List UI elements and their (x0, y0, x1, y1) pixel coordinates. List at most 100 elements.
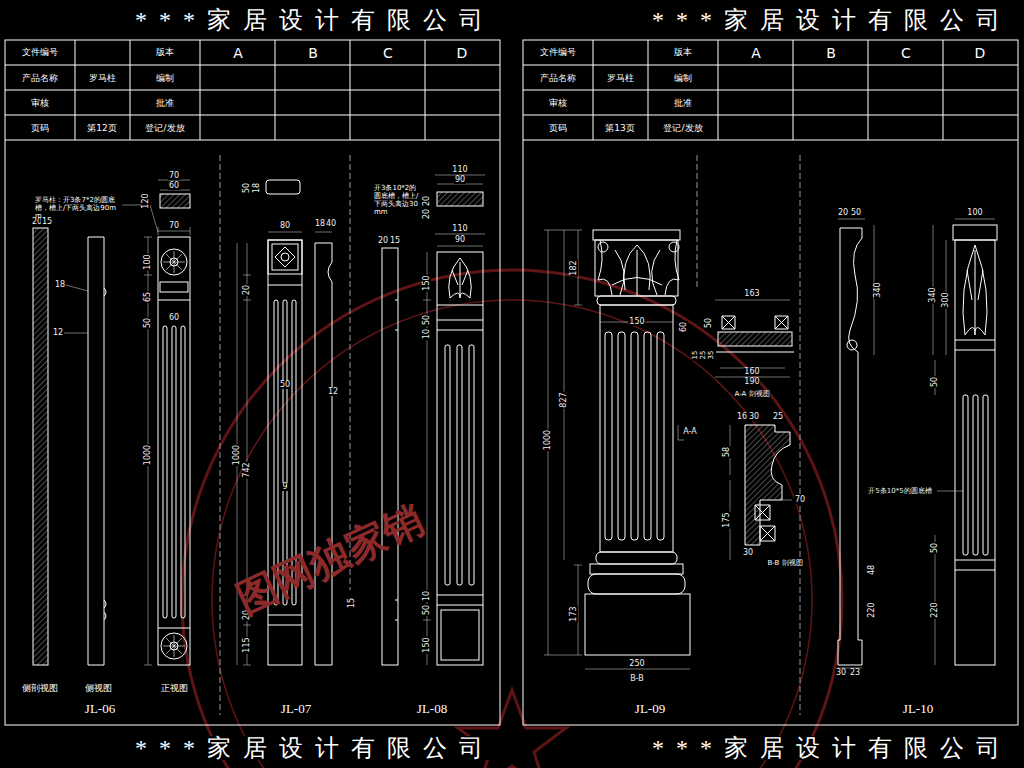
dimension-label: 182 (570, 259, 578, 276)
section-detail (722, 316, 735, 329)
part-number: JL-07 (280, 702, 312, 715)
section-detail (775, 316, 788, 329)
column-jl08 (441, 610, 479, 660)
dimension-label: 18 (54, 281, 66, 289)
dimension-label: 115 (243, 636, 251, 653)
column-jl10 (847, 340, 857, 350)
table-cell: 批准 (673, 99, 693, 108)
dimension-label: 40 (325, 220, 337, 228)
dimension-label: 58 (723, 446, 731, 458)
view-name: B-B 剖视图 (766, 560, 803, 567)
dimension-label: 50 (423, 314, 431, 326)
dimension-label: 60 (168, 182, 180, 190)
dimension-label: 90 (454, 176, 466, 184)
table-cell: 审核 (548, 99, 568, 108)
table-cell: A (750, 46, 762, 60)
table-cell: 页码 (30, 124, 50, 133)
company-header: ***家居设计有限公司 (134, 736, 496, 760)
dimension-label: 70 (168, 222, 180, 230)
dimension-label: 20 (377, 237, 389, 245)
column-jl09 (598, 242, 608, 252)
dimension-label: 20 (837, 209, 849, 217)
column-jl08 (437, 192, 483, 206)
dimension-label: 90 (454, 236, 466, 244)
dimension-label: 15 (389, 237, 401, 245)
section-detail (745, 425, 790, 545)
dimension-label: 300 (942, 291, 950, 308)
dimension-label: 20 (423, 195, 431, 207)
dimension-label: 15 (41, 218, 53, 226)
column-jl09 (669, 242, 679, 252)
column-jl08 (437, 252, 483, 665)
dimension-label: 48 (868, 564, 876, 576)
column-jl10 (953, 225, 997, 240)
dimension-label: 30 (742, 549, 754, 557)
table-cell: 罗马柱 (88, 74, 117, 83)
column-jl07 (315, 243, 332, 665)
column-jl06 (181, 326, 185, 618)
dimension-label: 50 (423, 604, 431, 616)
column-jl06 (172, 326, 176, 618)
dimension-label: 100 (144, 253, 152, 270)
table-cell: 页码 (548, 124, 568, 133)
dimension-label: 20 (243, 284, 251, 296)
column-jl10 (963, 395, 968, 555)
column-jl09 (631, 332, 638, 540)
table-cell: D (974, 46, 987, 60)
column-jl09 (598, 240, 679, 295)
table-cell: 第12页 (86, 124, 117, 133)
column-jl09 (657, 332, 664, 540)
dimension-label: 827 (560, 391, 568, 408)
dimension-label: 110 (451, 225, 468, 233)
dimension-label: 1000 (544, 429, 552, 451)
column-jl06 (158, 300, 190, 628)
view-name: A-A 剖视图 (733, 391, 770, 398)
dimension-label: 15 (692, 350, 699, 361)
table-cell: 产品名称 (539, 74, 577, 83)
dimension-label: 80 (279, 222, 291, 230)
table-cell: 文件编号 (539, 48, 577, 57)
column-jl06 (88, 237, 106, 665)
dimension-label: 23 (849, 669, 861, 677)
dimension-label: 10 (423, 590, 431, 602)
table-cell: C (900, 46, 912, 60)
column-jl09 (605, 332, 612, 540)
dimension-line (585, 322, 690, 669)
dimension-label: 173 (570, 605, 578, 622)
column-jl06 (160, 282, 188, 292)
table-cell: 登记/发放 (144, 124, 185, 133)
section-detail (755, 505, 770, 520)
dimension-line (715, 300, 792, 560)
dimension-label: 30 (835, 669, 847, 677)
sheet-frame (5, 40, 1018, 725)
dimension-line (158, 180, 190, 235)
dimension-label: 175 (723, 511, 731, 528)
dimension-label: 250 (628, 660, 645, 668)
dimension-label: 35 (708, 350, 715, 361)
company-header: ***家居设计有限公司 (134, 8, 496, 32)
dimension-label: 15 (348, 597, 356, 609)
column-jl09 (588, 574, 685, 594)
dimension-line (838, 219, 995, 668)
view-name: 侧视图 (84, 684, 113, 693)
column-jl10 (838, 225, 997, 665)
dimension-label: 60 (680, 321, 688, 333)
dimension-label: 1000 (233, 444, 241, 466)
column-jl09 (644, 332, 651, 540)
column-jl09 (590, 564, 683, 574)
dimension-label: 100 (966, 209, 983, 217)
dimension-line (144, 237, 152, 665)
dimension-label: 10 (423, 328, 431, 340)
column-jl06 (161, 633, 187, 659)
sheet-frame (5, 40, 500, 140)
table-cell: 编制 (155, 74, 175, 83)
dimension-label: 1000 (144, 444, 152, 466)
dimension-label: 50 (850, 209, 862, 217)
column-jl07 (281, 253, 289, 261)
dimension-label: 70 (168, 172, 180, 180)
column-jl06 (33, 194, 190, 665)
column-jl06 (163, 326, 167, 618)
column-jl07 (272, 244, 298, 270)
